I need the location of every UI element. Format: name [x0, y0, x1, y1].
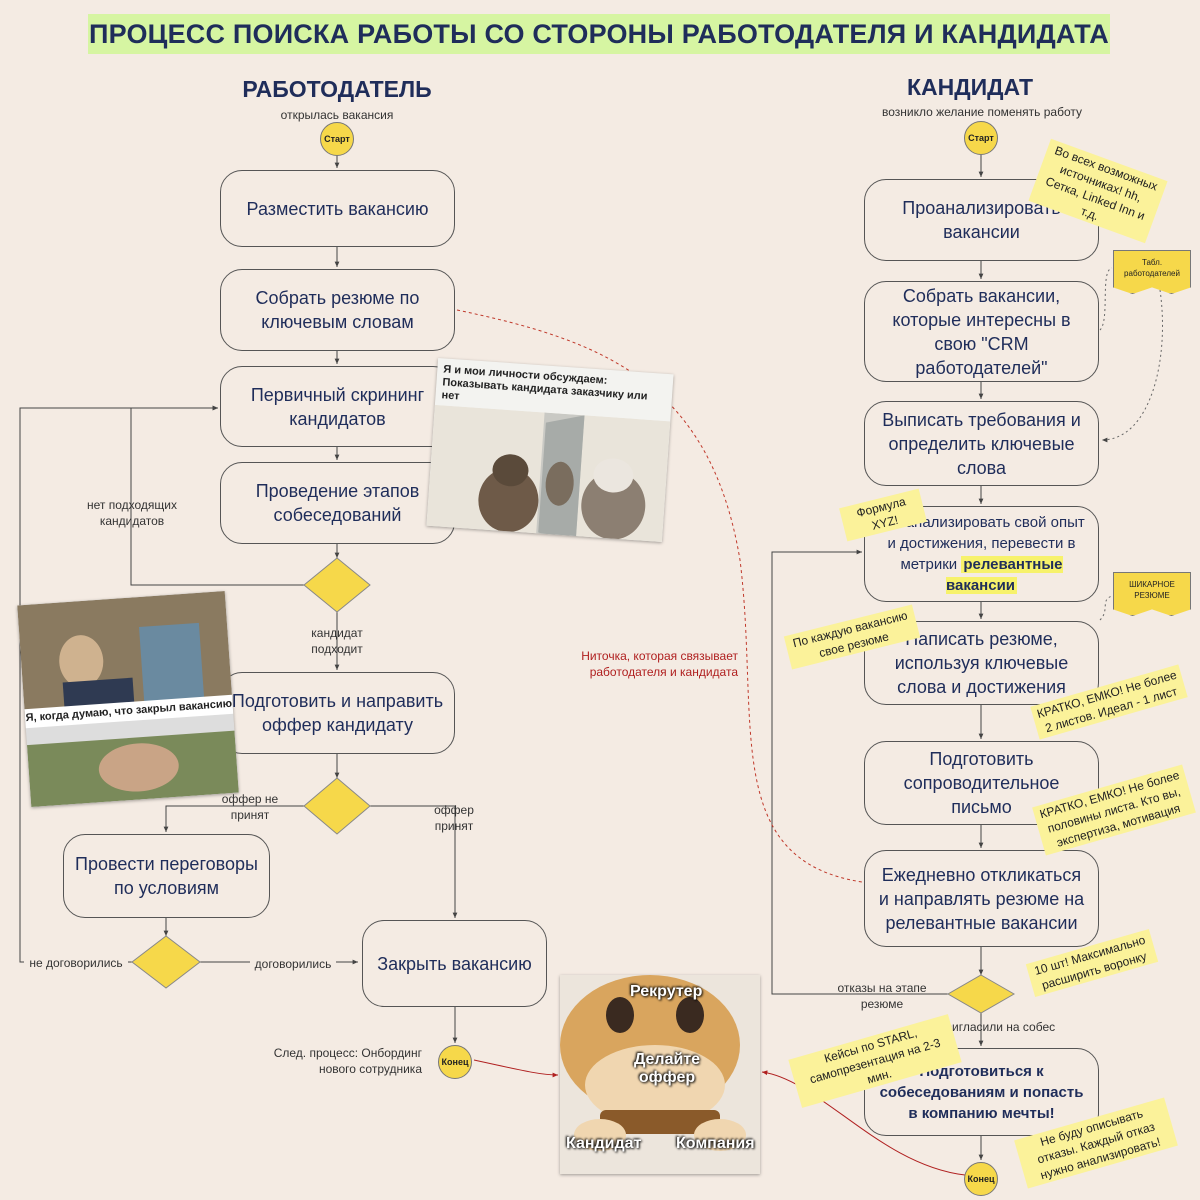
- step-collect-resumes: Собрать резюме по ключевым словам: [220, 269, 455, 351]
- dog-illustration: [560, 975, 760, 1174]
- step-respond-daily: Ежедневно откликаться и направлять резюм…: [864, 850, 1099, 947]
- label-invited: пригласили на собес: [938, 1020, 1056, 1034]
- candidate-end: Конец: [964, 1162, 998, 1196]
- step-interviews: Проведение этапов собеседований: [220, 462, 455, 544]
- label-no-candidates: нет подходящих кандидатов: [87, 498, 177, 528]
- label-rejected-resume: отказы на этапе резюме: [837, 981, 927, 1011]
- employer-start: Старт: [320, 122, 354, 156]
- step-close-vacancy: Закрыть вакансию: [362, 920, 547, 1007]
- label-offer-rejected: оффер не принят: [221, 792, 279, 822]
- step-post-vacancy: Разместить вакансию: [220, 170, 455, 247]
- label-candidate-fits: кандидат подходит: [311, 626, 363, 656]
- step-collect-vacancies: Собрать вакансии, которые интересны в св…: [864, 281, 1099, 382]
- cats-mirror-illustration: [426, 404, 671, 543]
- candidate-start: Старт: [964, 121, 998, 155]
- decision-candidates: [303, 557, 371, 613]
- experience-text: Проанализировать свой опыт и достижения,…: [878, 514, 1085, 573]
- meme-dog-offer: Делайте оффер: [633, 1051, 701, 1086]
- label-agreed: договорились: [250, 956, 336, 972]
- label-offer-accepted: оффер принят: [434, 803, 474, 833]
- step-primary-screening: Первичный скрининг кандидатов: [220, 366, 455, 447]
- candidate-subtitle: возникло желание поменять работу: [881, 105, 1083, 119]
- decision-resume-response: [946, 974, 1016, 1014]
- meme-dog-candidate: Кандидат: [566, 1135, 642, 1152]
- step-negotiate: Провести переговоры по условиям: [63, 834, 270, 918]
- label-not-agreed: не договорились: [24, 955, 128, 971]
- experience-highlight: релевантные вакансии: [945, 556, 1063, 594]
- step-requirements: Выписать требования и определить ключевы…: [864, 401, 1099, 486]
- employer-end: Конец: [438, 1045, 472, 1079]
- meme-dog-company: Компания: [676, 1135, 755, 1152]
- flag-great-resume: ШИКАРНОЕ РЕЗЮМЕ: [1113, 572, 1191, 616]
- candidate-heading: КАНДИДАТ: [906, 74, 1034, 100]
- employer-subtitle: открылась вакансия: [280, 108, 394, 122]
- decision-negotiation: [131, 935, 201, 989]
- step-send-offer: Подготовить и направить оффер кандидату: [220, 672, 455, 754]
- leo-illustration: [17, 590, 239, 808]
- step-analyze-vacancies: Проанализировать вакансии: [864, 179, 1099, 261]
- page-title: ПРОЦЕСС ПОИСКА РАБОТЫ СО СТОРОНЫ РАБОТОД…: [88, 14, 1110, 54]
- label-next-process: След. процесс: Онбординг нового сотрудни…: [273, 1046, 422, 1076]
- meme-cats-image: Я и мои личности обсуждаем: Показывать к…: [426, 357, 674, 543]
- flag-employer-table: Табл. работодателей: [1113, 250, 1191, 294]
- decision-offer: [303, 777, 371, 835]
- meme-dog-recruiter: Рекрутер: [630, 983, 703, 1000]
- meme-dog-image: Рекрутер Делайте оффер Кандидат Компания: [560, 975, 760, 1174]
- meme-leo-image: Я, когда думаю, что закрыл вакансию: [17, 590, 239, 808]
- thread-note: Ниточка, которая связывает работодателя …: [581, 649, 738, 679]
- employer-heading: РАБОТОДАТЕЛЬ: [242, 76, 432, 102]
